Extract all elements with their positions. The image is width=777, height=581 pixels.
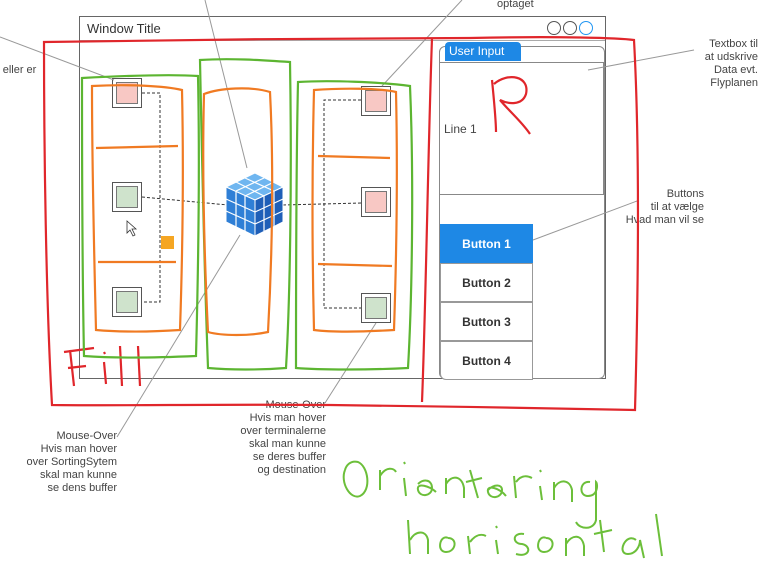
user-input-tab[interactable]: User Input bbox=[445, 42, 521, 61]
buttons-note-line: til at vælge bbox=[650, 201, 704, 213]
sorting-note-line: over SortingSytem bbox=[26, 456, 117, 468]
textbox-note-line: Flyplanen bbox=[710, 77, 758, 89]
node-fill bbox=[365, 191, 387, 213]
pointer-line bbox=[116, 234, 241, 438]
node-fill bbox=[116, 291, 138, 313]
terminal-note-line: over terminalerne bbox=[240, 425, 326, 437]
terminal-note: Mouse-Over Hvis man hover over terminale… bbox=[200, 399, 326, 477]
textbox-note: Textbox til at udskrive Data evt. Flypla… bbox=[640, 38, 758, 90]
orange-marker bbox=[161, 236, 174, 249]
textbox-note-line: Textbox til bbox=[709, 38, 758, 50]
pointer-line bbox=[587, 49, 695, 71]
button-4[interactable]: Button 4 bbox=[440, 341, 533, 380]
terminal-note-line: og destination bbox=[257, 464, 327, 476]
button-2[interactable]: Button 2 bbox=[440, 263, 533, 302]
dashed-link bbox=[141, 196, 229, 206]
button-3[interactable]: Button 3 bbox=[440, 302, 533, 341]
terminal-note-line: se deres buffer bbox=[252, 451, 326, 463]
orange-outline-sketches bbox=[90, 84, 398, 337]
sorting-note-line: Hvis man hover bbox=[40, 443, 117, 455]
handwritten-orientation-icon bbox=[342, 460, 663, 559]
handwritten-fill bbox=[63, 345, 142, 387]
pointer-line bbox=[532, 200, 638, 241]
buttons-note-line: Hvad man vil se bbox=[625, 214, 704, 226]
sorting-note-line: Mouse-Over bbox=[56, 430, 117, 442]
pointer-line bbox=[381, 0, 463, 87]
maximize-icon[interactable] bbox=[563, 21, 577, 35]
buttons-note: Buttons til at vælge Hvad man vil se bbox=[590, 188, 704, 227]
pointer-line bbox=[324, 322, 377, 404]
close-icon[interactable] bbox=[579, 21, 593, 35]
terminal-node-middle[interactable] bbox=[361, 187, 391, 217]
sorting-note-line: skal man kunne bbox=[39, 469, 117, 481]
terminal-note-line: Hvis man hover bbox=[249, 412, 326, 424]
sorting-system-cube-icon bbox=[224, 172, 285, 237]
textbox-line: Line 1 bbox=[444, 122, 477, 136]
node-fill bbox=[365, 297, 387, 319]
terminal-note-line: skal man kunne bbox=[248, 438, 326, 450]
left-node-bottom[interactable] bbox=[112, 287, 142, 317]
pointer-lines bbox=[0, 0, 695, 438]
node-fill bbox=[116, 82, 138, 104]
terminal-node-top[interactable] bbox=[361, 86, 391, 116]
left-node-top[interactable] bbox=[112, 78, 142, 108]
dashed-connections bbox=[141, 92, 362, 309]
dashed-link bbox=[323, 99, 361, 309]
window-title: Window Title bbox=[87, 21, 161, 36]
textbox-note-line: at udskrive bbox=[704, 51, 758, 63]
pointer-line bbox=[204, 0, 248, 169]
textbox-note-line: Data evt. bbox=[713, 64, 758, 76]
user-input-textbox[interactable]: Line 1 bbox=[439, 62, 604, 195]
left-node-middle[interactable] bbox=[112, 182, 142, 212]
left-cut-label: r eller er bbox=[0, 64, 37, 76]
top-cut-label: optaget bbox=[497, 0, 534, 10]
dashed-link bbox=[142, 92, 161, 303]
terminal-node-bottom[interactable] bbox=[361, 293, 391, 323]
red-divider-sketch bbox=[420, 37, 434, 403]
node-fill bbox=[365, 90, 387, 112]
button-1[interactable]: Button 1 bbox=[440, 224, 533, 263]
node-fill bbox=[116, 186, 138, 208]
red-outline-sketch bbox=[42, 36, 639, 412]
sorting-note-line: se dens buffer bbox=[47, 482, 117, 494]
buttons-note-line: Buttons bbox=[666, 188, 704, 200]
minimize-icon[interactable] bbox=[547, 21, 561, 35]
dashed-link bbox=[282, 202, 362, 206]
window-titlebar: Window Title bbox=[80, 17, 605, 41]
cursor-icon bbox=[126, 220, 138, 237]
handwritten-r bbox=[490, 76, 531, 135]
pointer-line bbox=[0, 36, 115, 81]
sorting-note: Mouse-Over Hvis man hover over SortingSy… bbox=[0, 430, 117, 495]
